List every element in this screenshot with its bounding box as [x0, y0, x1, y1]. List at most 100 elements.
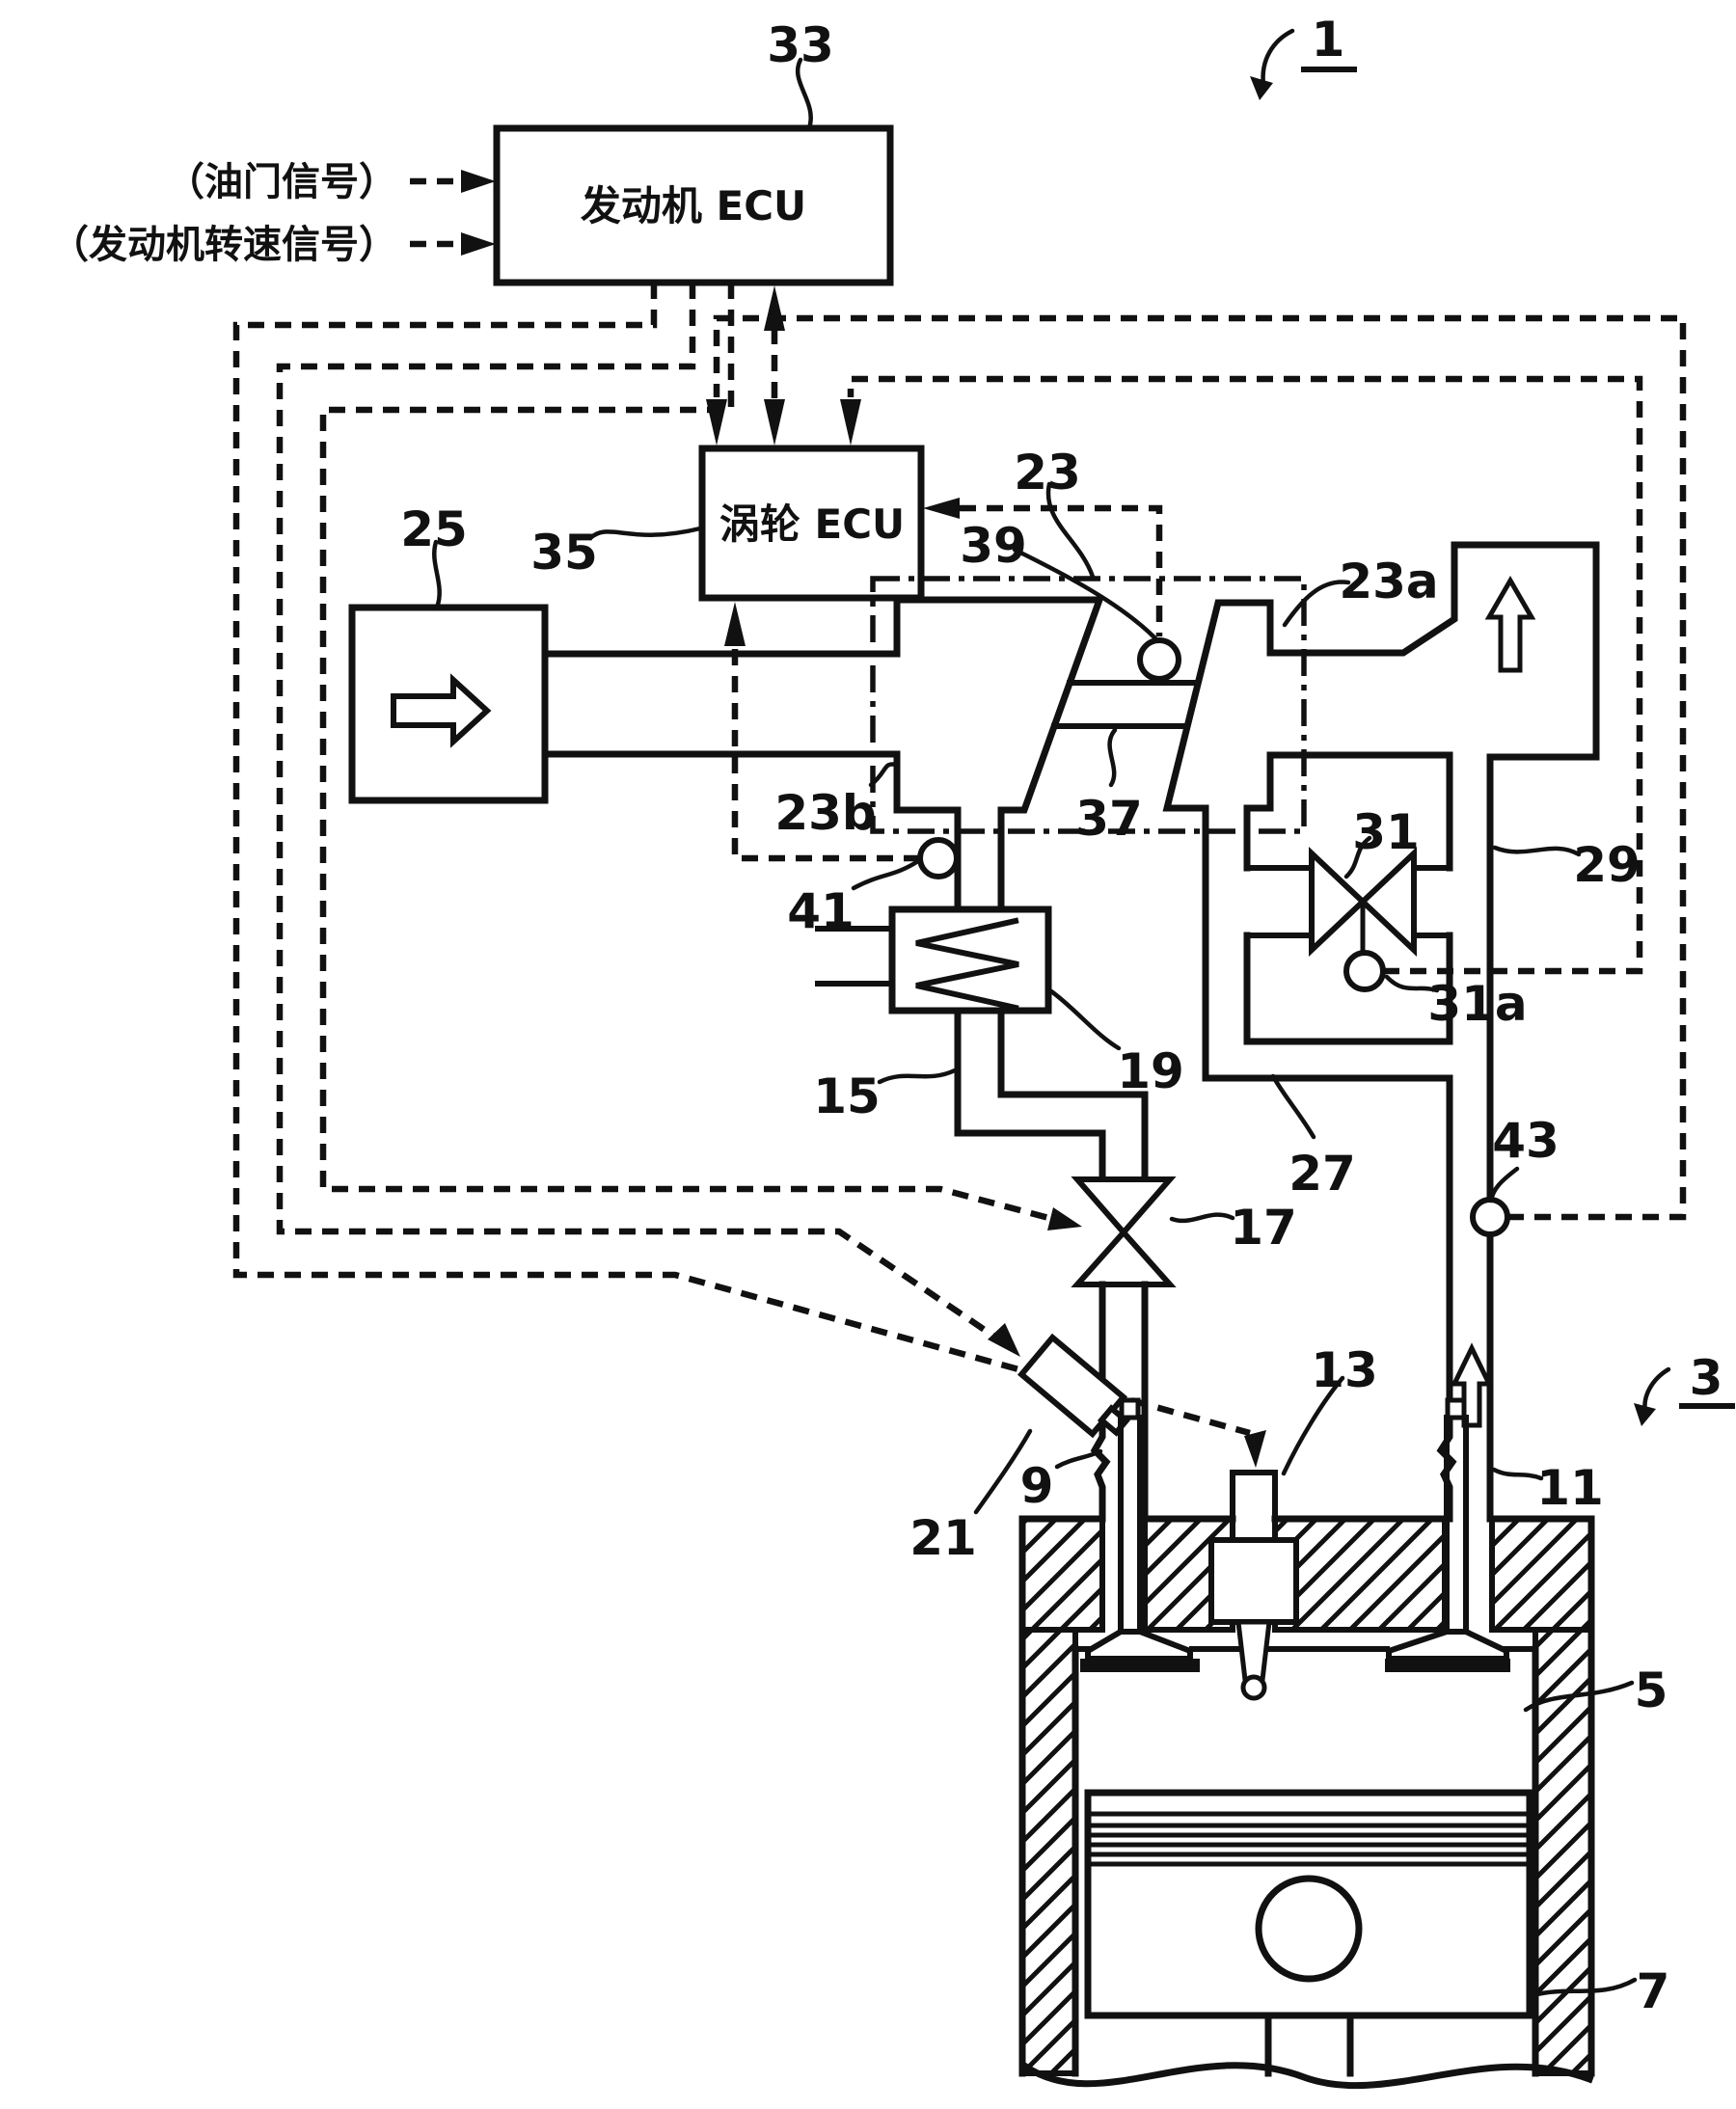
leader-21 — [973, 1428, 1033, 1515]
label-33: 33 — [767, 17, 834, 73]
leader-41 — [851, 858, 921, 891]
air-inlet-box — [348, 604, 549, 804]
leader-7 — [1531, 1977, 1638, 1998]
leader-17 — [1169, 1212, 1235, 1224]
arrowhead-icon — [1244, 1430, 1266, 1468]
engine-block — [1018, 1397, 1595, 2090]
label-43: 43 — [1492, 1113, 1560, 1169]
label-31a: 31a — [1427, 976, 1527, 1032]
leader-19 — [1048, 988, 1122, 1051]
sensor39-signal-line — [960, 504, 1163, 636]
leader-13 — [1281, 1375, 1345, 1476]
label-25: 25 — [400, 501, 468, 557]
intake-pipe-15 — [954, 1007, 1149, 1183]
label-17: 17 — [1230, 1200, 1297, 1256]
turbo-ecu-box — [698, 445, 925, 602]
turbocharger-boundary-box — [870, 576, 1307, 834]
turbine-inlet-pipe — [1202, 804, 1251, 1082]
label-23a: 23a — [1339, 554, 1438, 609]
turbo-speed-sensor-circle — [1137, 637, 1181, 682]
leader-39 — [1012, 547, 1158, 641]
wastegate-actuator-circle — [1343, 950, 1386, 992]
fuel-injector-upper — [1230, 1470, 1278, 1543]
fuel-injector-needle — [1235, 1619, 1272, 1683]
ref-arrow-1 — [1261, 28, 1295, 88]
fuel-injector-block — [1208, 1537, 1299, 1625]
break-line — [1019, 2061, 1594, 2090]
arrowhead-icon — [764, 399, 785, 446]
arrowhead-icon — [923, 498, 960, 519]
leader-15 — [877, 1068, 958, 1085]
turbo-ecu-label: 涡轮 ECU — [719, 500, 905, 548]
label-39: 39 — [960, 518, 1027, 574]
leader-23 — [1045, 481, 1096, 580]
turbo-shaft — [1051, 680, 1201, 729]
throttle-valve — [1071, 1176, 1177, 1287]
sensor41-signal-line — [731, 648, 920, 862]
label-35: 35 — [530, 525, 598, 581]
engine-ecu-label: 发动机 ECU — [581, 182, 806, 230]
wrist-pin — [1255, 1875, 1363, 1983]
wastegate-piping — [1244, 865, 1452, 938]
leader-9 — [1054, 1448, 1103, 1470]
arrowhead-icon — [461, 232, 496, 256]
leader-5 — [1523, 1680, 1635, 1713]
label-31: 31 — [1352, 804, 1420, 860]
intake-valve-seat — [1080, 1659, 1200, 1672]
ecu-boxes — [493, 124, 925, 602]
intake-valve-stem — [1118, 1415, 1143, 1635]
engine-ecu-box — [493, 124, 894, 286]
turbine — [1162, 599, 1274, 812]
head-hatch — [1489, 1516, 1594, 1633]
leader-29 — [1492, 845, 1582, 857]
leader-lines — [432, 28, 1735, 1998]
arrowhead-icon — [1634, 1403, 1656, 1426]
leader-11 — [1491, 1467, 1544, 1481]
label-7: 7 — [1637, 1963, 1670, 2019]
intake-valve-cap — [1119, 1397, 1141, 1420]
exhaust-sensor-circle — [1470, 1197, 1510, 1237]
leader-33 — [795, 57, 813, 131]
compressor-outlet-pipe — [954, 806, 1005, 913]
label-11: 11 — [1536, 1460, 1604, 1516]
label-21: 21 — [909, 1510, 977, 1566]
intake-duct — [541, 650, 901, 758]
injector13-control-line — [232, 283, 1251, 1437]
label-13: 13 — [1311, 1342, 1378, 1398]
exhaust-up-arrow-icon — [1451, 1342, 1493, 1428]
label-41: 41 — [787, 883, 854, 939]
arrowhead-icon — [706, 399, 727, 446]
intercooler-box — [888, 906, 1052, 1014]
label-15: 15 — [813, 1068, 881, 1124]
exhaust-valve-cap — [1445, 1397, 1467, 1420]
intake-runner — [1090, 1281, 1149, 1523]
exhaust-branch-pipe — [1202, 1038, 1453, 1082]
leader-43 — [1488, 1166, 1520, 1203]
piston-rings — [1088, 1811, 1530, 1867]
exhaust-valve-seat — [1385, 1659, 1510, 1672]
piston — [1084, 1789, 1533, 2019]
intake-flow-arrow-icon — [391, 673, 492, 748]
exhaust-outlet-passage — [1266, 541, 1600, 1523]
intercooler-stubs — [815, 926, 895, 987]
arrowhead-icon — [764, 285, 785, 331]
throttle-control-line — [319, 283, 1071, 1228]
arrowhead-icon — [724, 602, 746, 646]
throttle-signal-label: （油门信号） — [166, 160, 397, 204]
label-9: 9 — [1020, 1458, 1054, 1514]
cylinder-wall-left — [1019, 1627, 1078, 2076]
boost-sensor-circle — [917, 837, 960, 879]
signal-lines — [232, 170, 1687, 1468]
leader-27 — [1270, 1073, 1316, 1140]
arrowhead-icon — [988, 1323, 1020, 1357]
head-hatch — [1019, 1516, 1105, 1633]
leader-25 — [432, 539, 442, 610]
block-walls — [1018, 1515, 1595, 2077]
sensor31a-signal-line — [847, 375, 1643, 975]
arrowhead-icon — [840, 399, 861, 446]
exhaust-out-arrow-icon — [1484, 576, 1536, 673]
arrowhead-icon — [1250, 76, 1273, 100]
leader-37 — [1107, 727, 1118, 788]
